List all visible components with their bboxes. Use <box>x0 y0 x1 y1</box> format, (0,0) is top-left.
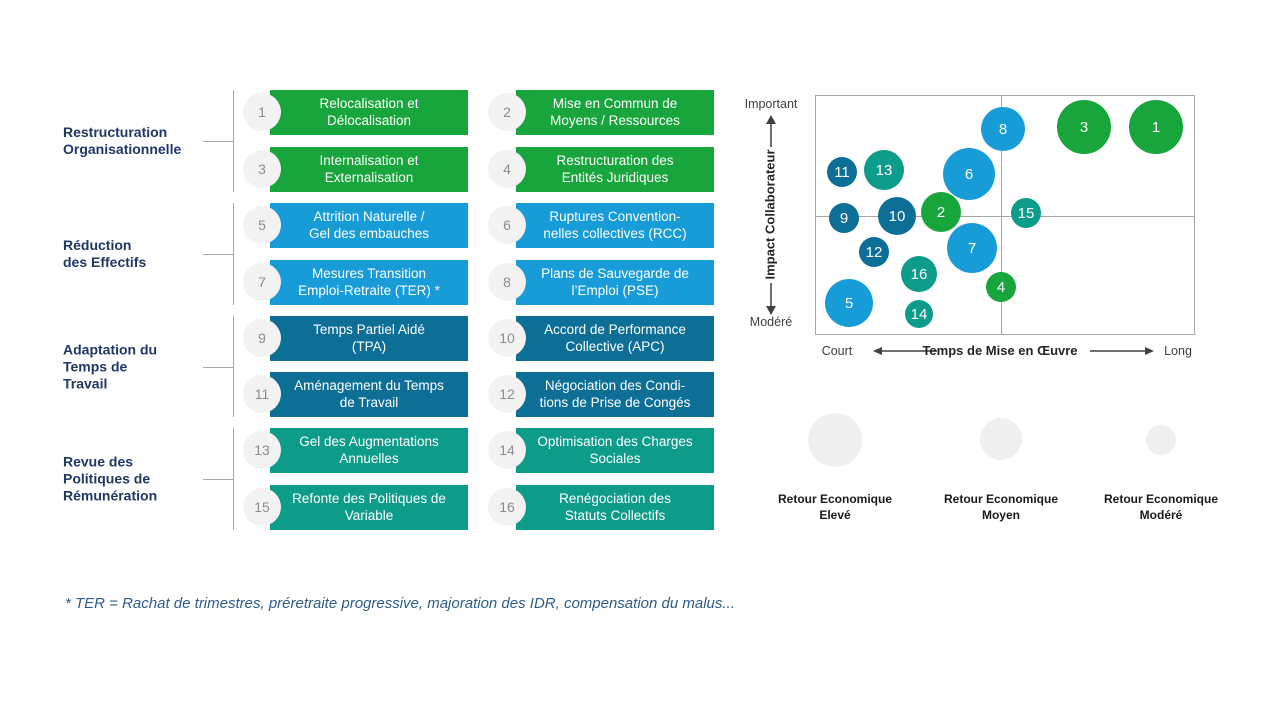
category-label: Adaptation du Temps de Travail <box>63 340 158 392</box>
list-item: Relocalisation et Délocalisation <box>270 90 468 135</box>
matrix-vertical-divider <box>1001 96 1002 334</box>
footnote: * TER = Rachat de trimestres, préretrait… <box>65 595 735 612</box>
matrix-bubble: 16 <box>901 256 937 292</box>
item-number-circle: 1 <box>243 93 281 131</box>
list-item: Internalisation et Externalisation <box>270 147 468 192</box>
legend-size-circle <box>808 413 862 467</box>
list-item: Refonte des Politiques de Variable <box>270 485 468 530</box>
list-item: Gel des Augmentations Annuelles <box>270 428 468 473</box>
matrix-bubble: 9 <box>829 203 859 233</box>
list-item: Optimisation des Charges Sociales <box>516 428 714 473</box>
list-item: Mesures Transition Emploi-Retraite (TER)… <box>270 260 468 305</box>
y-axis-up-arrow-icon <box>766 115 776 147</box>
item-number-circle: 11 <box>243 375 281 413</box>
matrix-horizontal-divider <box>816 216 1194 217</box>
legend-label: Retour Economique Modéré <box>1103 492 1218 522</box>
x-axis-right-arrow-icon <box>1090 347 1154 355</box>
category-label: Réduction des Effectifs <box>63 236 147 270</box>
category-bracket-tick <box>203 479 233 480</box>
category-bracket-line <box>233 316 234 417</box>
item-number-circle: 14 <box>488 431 526 469</box>
category-bracket-line <box>233 90 234 192</box>
category-label: Revue des Politiques de Rémunération <box>63 453 158 504</box>
item-number-circle: 16 <box>488 488 526 526</box>
matrix-bubble: 2 <box>921 192 961 232</box>
x-axis-left-arrow-icon <box>873 347 937 355</box>
list-item: Aménagement du Temps de Travail <box>270 372 468 417</box>
category-bracket-tick <box>203 141 233 142</box>
item-number-circle: 8 <box>488 263 526 301</box>
list-item: Négociation des Condi- tions de Prise de… <box>516 372 714 417</box>
category-bracket-tick <box>203 254 233 255</box>
matrix-bubble: 15 <box>1011 198 1041 228</box>
matrix-bubble: 4 <box>986 272 1016 302</box>
matrix-bubble: 13 <box>864 150 904 190</box>
matrix-bubble: 12 <box>859 237 889 267</box>
item-number-circle: 4 <box>488 150 526 188</box>
category-bracket-line <box>233 428 234 530</box>
list-item: Temps Partiel Aidé (TPA) <box>270 316 468 361</box>
x-axis-title: Temps de Mise en Œuvre <box>922 343 1078 358</box>
matrix-bubble: 11 <box>827 157 857 187</box>
list-item: Restructuration des Entités Juridiques <box>516 147 714 192</box>
item-number-circle: 2 <box>488 93 526 131</box>
item-number-circle: 15 <box>243 488 281 526</box>
item-number-circle: 9 <box>243 319 281 357</box>
category-bracket-tick <box>203 366 233 368</box>
category-label: Restructuration Organisationnelle <box>63 123 182 157</box>
y-axis-top-label: Important <box>744 97 798 111</box>
matrix-bubble: 10 <box>878 197 916 235</box>
item-number-circle: 3 <box>243 150 281 188</box>
list-item: Plans de Sauvegarde de l’Emploi (PSE) <box>516 260 714 305</box>
matrix-bubble: 7 <box>947 223 997 273</box>
y-axis-down-arrow-icon <box>766 283 776 315</box>
y-axis-title: Impact Collaborateur <box>762 149 778 280</box>
legend-size-circle <box>980 418 1022 460</box>
matrix-bubble: 5 <box>825 279 873 327</box>
matrix-bubble: 1 <box>1129 100 1183 154</box>
matrix-bubble: 8 <box>981 107 1025 151</box>
legend-size-circle <box>1146 425 1176 455</box>
legend-label: Retour Economique Moyen <box>943 492 1058 522</box>
item-number-circle: 12 <box>488 375 526 413</box>
x-axis-right-label: Long <box>1164 344 1192 358</box>
category-bracket-line <box>233 203 234 305</box>
x-axis-left-label: Court <box>821 344 853 358</box>
matrix-bubble: 6 <box>943 148 995 200</box>
list-item: Mise en Commun de Moyens / Ressources <box>516 90 714 135</box>
matrix-bubble: 14 <box>905 300 933 328</box>
list-item: Accord de Performance Collective (APC) <box>516 316 714 361</box>
item-number-circle: 10 <box>488 319 526 357</box>
item-number-circle: 7 <box>243 263 281 301</box>
item-number-circle: 6 <box>488 206 526 244</box>
legend-label: Retour Economique Elevé <box>777 492 892 522</box>
item-number-circle: 13 <box>243 431 281 469</box>
list-item: Attrition Naturelle / Gel des embauches <box>270 203 468 248</box>
matrix-bubble: 3 <box>1057 100 1111 154</box>
y-axis-bottom-label: Modéré <box>749 315 793 329</box>
list-item: Renégociation des Statuts Collectifs <box>516 485 714 530</box>
list-item: Ruptures Convention- nelles collectives … <box>516 203 714 248</box>
item-number-circle: 5 <box>243 206 281 244</box>
